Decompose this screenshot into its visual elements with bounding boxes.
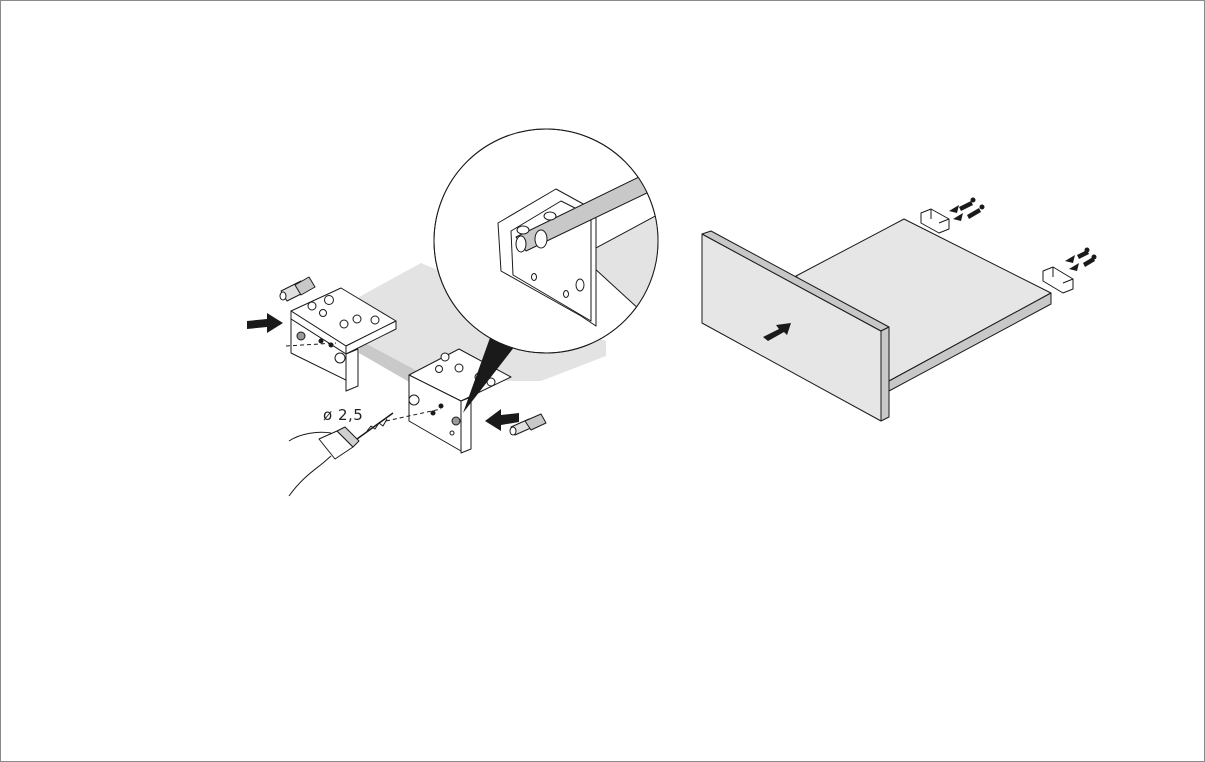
clip-icon — [920, 208, 950, 234]
drill-icon — [288, 412, 394, 497]
detail-magnifier — [433, 128, 659, 354]
jig-block-left — [285, 287, 397, 392]
drawer-front-side-edge — [880, 326, 890, 422]
dowel-pin-icon — [509, 413, 547, 436]
arrow-push-icon — [763, 323, 791, 341]
clip-icon — [1042, 266, 1074, 294]
magnifier-pointer — [463, 335, 515, 413]
screw-icon — [949, 197, 1097, 271]
side-board-edge — [359, 341, 421, 386]
arrow-right-icon — [247, 313, 283, 333]
dowel-pin-icon — [279, 276, 316, 302]
arrow-left-icon — [485, 409, 519, 431]
drill-diameter-label: ø 2,5 — [323, 406, 364, 424]
right-panel — [701, 197, 1097, 422]
left-panel — [247, 128, 659, 497]
